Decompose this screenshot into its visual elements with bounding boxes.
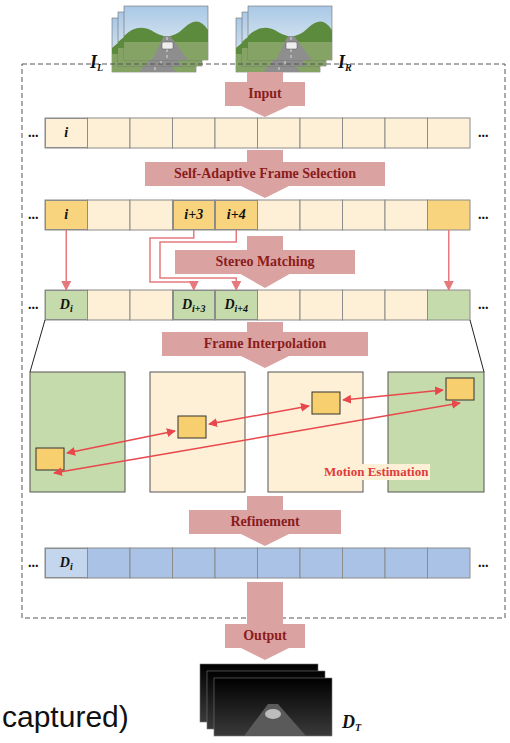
depth-map-output	[200, 664, 332, 736]
frame-cell	[343, 548, 386, 578]
frame-cell: i+4	[215, 200, 258, 230]
ellipsis: ...	[478, 555, 489, 571]
left-stereo-image	[112, 6, 208, 72]
frame-cell	[88, 118, 131, 148]
ellipsis: ...	[28, 297, 39, 313]
frame-rows	[45, 118, 470, 578]
frame-cell	[88, 290, 131, 320]
frame-cell: Di	[45, 290, 88, 320]
frame-cell	[300, 118, 343, 148]
frame-cell	[343, 200, 386, 230]
frame-cell	[428, 290, 471, 320]
cropped-text: captured)	[2, 700, 129, 734]
frame-cell	[88, 548, 131, 578]
frame-label: Di+3	[182, 297, 206, 313]
frame-cell	[215, 290, 258, 320]
ellipsis: ...	[28, 207, 39, 223]
frame-label: i	[64, 125, 68, 141]
process-label: Refinement	[230, 514, 299, 529]
frame-cell: Di	[45, 548, 88, 578]
frame-cell	[45, 290, 88, 320]
interpolation-panels	[30, 372, 484, 492]
image-label: IL	[90, 52, 103, 72]
process-label: Input	[248, 86, 281, 101]
process-arrow-box: Self-Adaptive Frame Selection	[145, 162, 385, 186]
process-arrow-box: Stereo Matching	[175, 250, 355, 274]
frame-cell	[258, 200, 301, 230]
frame-cell	[88, 200, 131, 230]
motion-arrows	[54, 390, 460, 473]
process-arrow-box: Input	[225, 82, 305, 106]
process-label: Stereo Matching	[216, 254, 315, 269]
frame-cell	[300, 290, 343, 320]
process-arrow-box: Output	[225, 624, 305, 648]
process-arrow-box: Frame Interpolation	[162, 332, 368, 356]
frame-cell	[428, 200, 471, 230]
right-stereo-image	[236, 6, 332, 72]
process-label: Self-Adaptive Frame Selection	[174, 166, 356, 181]
frame-label: Di	[60, 555, 73, 571]
frame-cell	[428, 118, 471, 148]
frame-label: i+4	[227, 207, 246, 223]
frame-label: i+3	[184, 207, 203, 223]
frame-cell	[300, 200, 343, 230]
frame-cell: i	[45, 118, 88, 148]
frame-cell	[173, 118, 216, 148]
stereo-arrow	[448, 230, 450, 290]
ellipsis: ...	[478, 125, 489, 141]
process-label: Output	[243, 628, 287, 643]
frame-cell	[45, 548, 88, 578]
frame-cell	[215, 118, 258, 148]
frame-cell	[45, 118, 88, 148]
frame-cell	[343, 118, 386, 148]
zoom-lines	[30, 320, 484, 372]
frame-cell	[173, 548, 216, 578]
frame-cell: i+3	[173, 200, 216, 230]
frame-cell	[215, 200, 258, 230]
frame-cell: Di+3	[173, 290, 216, 320]
annotation: Motion Estimation	[322, 464, 430, 480]
frame-cell	[258, 290, 301, 320]
frame-cell	[173, 200, 216, 230]
frame-cell	[130, 548, 173, 578]
frame-cell	[385, 118, 428, 148]
frame-cell	[130, 290, 173, 320]
frame-cell: Di+4	[215, 290, 258, 320]
ellipsis: ...	[28, 125, 39, 141]
frame-cell	[385, 200, 428, 230]
frame-cell	[130, 118, 173, 148]
frame-cell	[428, 548, 471, 578]
frame-cell	[385, 548, 428, 578]
frame-cell	[385, 290, 428, 320]
ellipsis: ...	[478, 297, 489, 313]
frame-cell	[343, 290, 386, 320]
frame-label: i	[64, 207, 68, 223]
stereo-matching-arrow	[66, 230, 68, 290]
frame-cell	[258, 118, 301, 148]
frame-label: Di	[60, 297, 73, 313]
output-label: DT	[342, 712, 361, 732]
frame-cell	[173, 290, 216, 320]
frame-cell	[300, 548, 343, 578]
ellipsis: ...	[28, 555, 39, 571]
frame-cell	[130, 200, 173, 230]
ellipsis: ...	[478, 207, 489, 223]
motion-blocks	[36, 378, 474, 470]
frame-label: Di+4	[224, 297, 248, 313]
image-label: IR	[338, 52, 352, 72]
frame-cell	[215, 548, 258, 578]
frame-cell	[258, 548, 301, 578]
process-arrow-box: Refinement	[189, 510, 341, 534]
process-label: Frame Interpolation	[204, 336, 326, 351]
dashed-frame	[22, 64, 505, 618]
frame-cell: i	[45, 200, 88, 230]
frame-cell	[45, 200, 88, 230]
